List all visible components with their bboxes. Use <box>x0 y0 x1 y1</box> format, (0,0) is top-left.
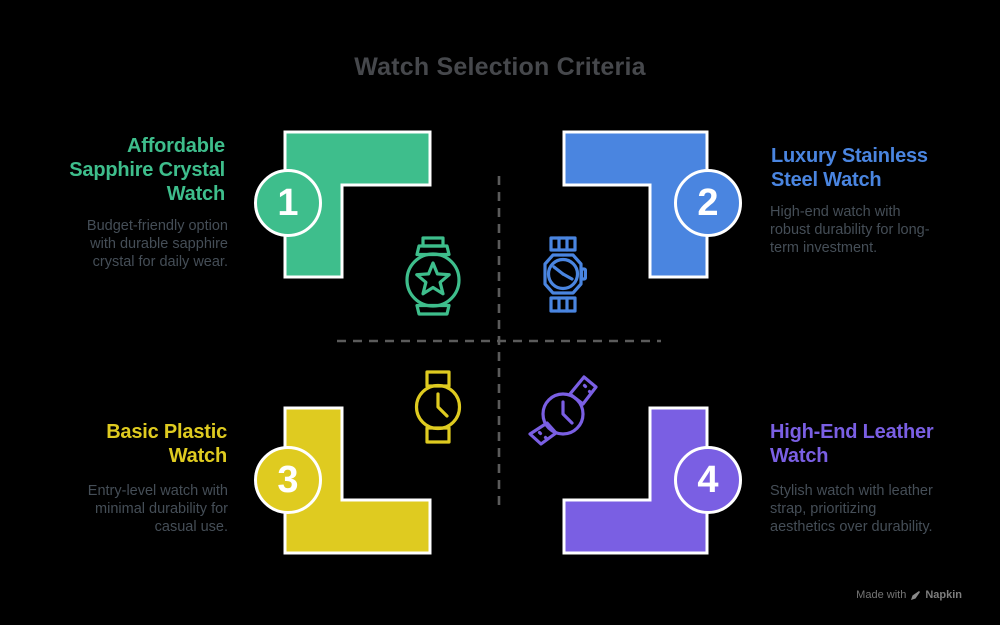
plastic-watch-icon <box>414 370 462 444</box>
quadrant-2-description: High-end watch with robust durability fo… <box>770 203 930 257</box>
quadrant-3-title-line: Watch <box>168 445 227 467</box>
quadrant-4-title-line: High-End Leather <box>770 421 934 443</box>
quadrant-1-title: Affordable Sapphire Crystal Watch <box>69 134 225 206</box>
page-title: Watch Selection Criteria <box>354 53 646 81</box>
quadrant-4-description-line: Stylish watch with leather <box>770 483 933 499</box>
star-watch-icon <box>405 236 461 316</box>
quadrant-4-description: Stylish watch with leather strap, priori… <box>770 482 933 536</box>
quadrant-2-title-line: Luxury Stainless <box>771 145 928 167</box>
watermark: Made with Napkin <box>856 589 962 601</box>
quadrant-3-description-line: Entry-level watch with <box>87 483 228 499</box>
quadrant-3-shape <box>283 406 432 555</box>
quadrant-2-shape <box>562 130 709 279</box>
quadrant-1-title-line: Affordable <box>126 135 225 157</box>
quadrant-4-description-line: strap, prioritizing <box>770 501 877 517</box>
watermark-made-with-text: Made with <box>856 589 907 601</box>
quadrant-4-shape <box>562 406 709 555</box>
quadrant-1-description-line: with durable sapphire <box>90 236 228 252</box>
steel-bracelet-watch-icon <box>543 236 587 313</box>
quadrant-2-number: 2 <box>697 181 719 224</box>
quadrant-1-title-line: Watch <box>166 183 225 205</box>
quadrant-3-description-line: minimal durability for <box>95 501 228 517</box>
quadrant-4-description-line: aesthetics over durability. <box>770 519 933 535</box>
quadrant-2-description-line: High-end watch with <box>770 204 901 220</box>
quadrant-3-description-line: casual use. <box>154 519 228 535</box>
quadrant-2-description-line: term investment. <box>770 240 878 256</box>
quadrant-3-number-badge: 3 <box>254 446 322 514</box>
leather-strap-watch-icon <box>528 375 598 446</box>
quadrant-4-title: High-End Leather Watch <box>770 420 934 468</box>
quadrant-2-title: Luxury Stainless Steel Watch <box>771 144 928 192</box>
watermark-brand-text: Napkin <box>925 589 962 601</box>
quadrant-1-description-line: crystal for daily wear. <box>92 254 228 270</box>
quadrant-3-description: Entry-level watch with minimal durabilit… <box>88 482 228 536</box>
quadrant-1-shape <box>283 130 432 279</box>
quadrant-3-title-line: Basic Plastic <box>106 421 227 443</box>
quadrant-2-number-badge: 2 <box>674 169 742 237</box>
quadrant-2-description-line: robust durability for long- <box>770 222 930 238</box>
quadrant-4-title-line: Watch <box>770 445 829 467</box>
quadrant-4-number-badge: 4 <box>674 446 742 514</box>
quadrant-1-title-line: Sapphire Crystal <box>69 159 225 181</box>
napkin-pen-icon <box>911 590 921 600</box>
quadrant-2-title-line: Steel Watch <box>771 169 882 191</box>
quadrant-1-description-line: Budget-friendly option <box>86 218 228 234</box>
quadrant-1-number: 1 <box>277 181 299 224</box>
quadrant-4-number: 4 <box>697 458 719 501</box>
quadrant-3-number: 3 <box>277 458 299 501</box>
quadrant-1-description: Budget-friendly option with durable sapp… <box>87 217 228 271</box>
quadrant-3-title: Basic Plastic Watch <box>106 420 227 468</box>
quadrant-1-number-badge: 1 <box>254 169 322 237</box>
